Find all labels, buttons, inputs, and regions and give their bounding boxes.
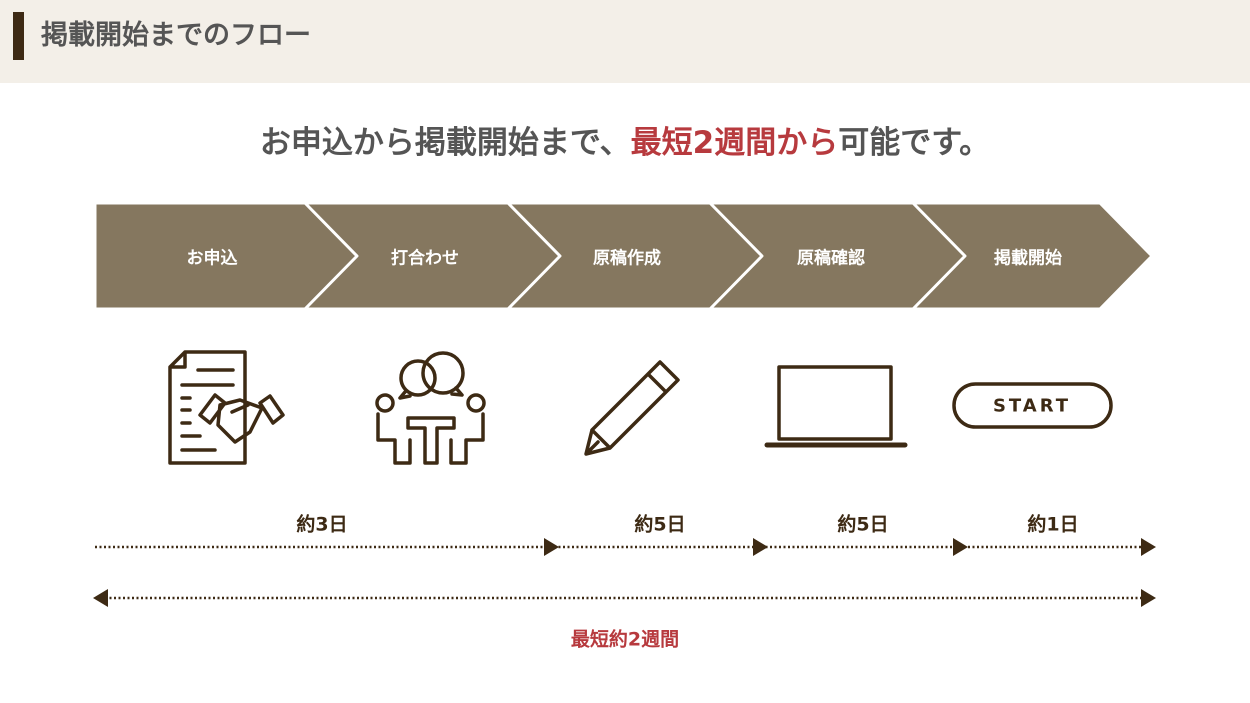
headline-prefix: お申込から掲載開始まで、 bbox=[259, 125, 631, 161]
total-arrow-left bbox=[93, 589, 108, 607]
step-label-3: 原稿作成 bbox=[593, 248, 661, 269]
header-accent-bar bbox=[13, 12, 24, 60]
laptop-icon bbox=[764, 365, 908, 448]
section-title: 掲載開始までのフロー bbox=[41, 20, 311, 51]
arrow-marker-3 bbox=[953, 538, 968, 556]
arrow-marker-4 bbox=[1141, 538, 1156, 556]
duration-2: 約5日 bbox=[634, 513, 686, 536]
headline-suffix: 可能です。 bbox=[838, 125, 991, 161]
arrow-marker-2 bbox=[753, 538, 768, 556]
total-arrow-right bbox=[1141, 589, 1156, 607]
headline-highlight: 最短2週間から bbox=[630, 125, 839, 161]
duration-4: 約1日 bbox=[1027, 513, 1079, 536]
contract-handshake-icon bbox=[168, 350, 285, 465]
step-label-2: 打合わせ bbox=[391, 248, 459, 269]
duration-3: 約5日 bbox=[837, 513, 889, 536]
start-button-icon bbox=[952, 382, 1113, 429]
total-duration: 最短約2週間 bbox=[570, 628, 680, 651]
start-badge-text: START bbox=[992, 395, 1072, 417]
pencil-icon bbox=[584, 360, 680, 456]
duration-1: 約3日 bbox=[296, 513, 348, 536]
step-label-4: 原稿確認 bbox=[797, 248, 865, 269]
arrow-marker-1 bbox=[544, 538, 559, 556]
step-label-5: 掲載開始 bbox=[994, 248, 1062, 269]
chevron-step-1 bbox=[93, 201, 359, 311]
headline: お申込から掲載開始まで、最短2週間から可能です。 bbox=[0, 120, 1250, 166]
step-label-1: お申込 bbox=[186, 248, 238, 269]
section-header: 掲載開始までのフロー bbox=[0, 0, 1250, 83]
meeting-icon bbox=[375, 351, 486, 465]
